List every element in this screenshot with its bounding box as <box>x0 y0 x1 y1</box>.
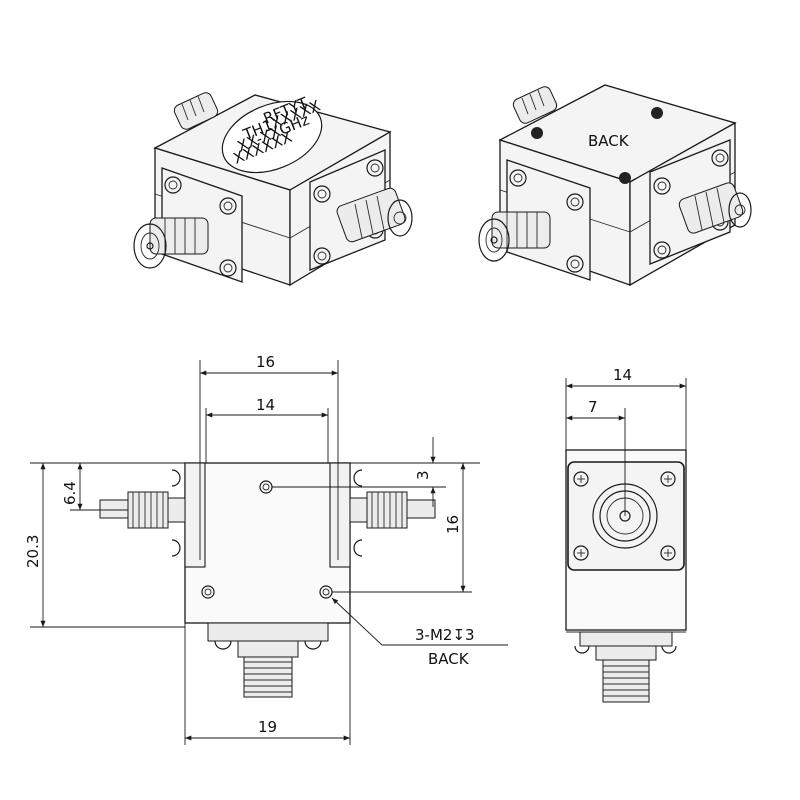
side-dim-top-half: 7 <box>588 398 598 416</box>
back-hole-3 <box>619 172 631 184</box>
dim-right-hole-offset: 3 <box>414 470 432 480</box>
dim-bottom-width: 19 <box>258 718 277 736</box>
back-right-connector <box>678 182 752 234</box>
isometric-back-view: BACK <box>478 84 752 287</box>
left-connector <box>133 217 209 269</box>
product-label-oval: RFTYT TH1XXXXX XX-XXGHz XXXXXX <box>221 93 323 174</box>
dim-right-height: 16 <box>444 515 462 534</box>
left-flange <box>184 462 206 568</box>
dim-left-total: 20.3 <box>24 535 42 568</box>
side-dim-top-width: 14 <box>613 366 632 384</box>
front-view: 16 14 20.3 6.4 3 16 19 3-M2↧3 B <box>24 353 508 745</box>
back-rear-connector <box>512 86 558 124</box>
callout-holes: 3-M2↧3 <box>415 626 475 644</box>
back-left-connector <box>478 211 551 262</box>
right-flange <box>329 462 351 568</box>
back-hole-1 <box>531 127 543 139</box>
front-left-connector <box>99 491 186 529</box>
back-hole-2 <box>651 107 663 119</box>
side-flange <box>567 461 685 571</box>
side-bottom-connector <box>566 631 686 703</box>
dim-top-inner: 14 <box>256 396 275 414</box>
back-label: BACK <box>588 132 630 150</box>
rear-connector <box>173 92 219 130</box>
isometric-front-view: RFTYT TH1XXXXX XX-XXGHz XXXXXX <box>133 92 413 287</box>
dim-top-outer: 16 <box>256 353 275 371</box>
right-connector <box>336 187 413 243</box>
side-view: 14 7 <box>565 366 687 703</box>
front-bottom-connector <box>207 622 329 698</box>
side-screws <box>573 471 676 561</box>
callout-back: BACK <box>428 650 470 668</box>
dim-left-port: 6.4 <box>61 481 79 505</box>
front-right-connector <box>349 491 436 529</box>
